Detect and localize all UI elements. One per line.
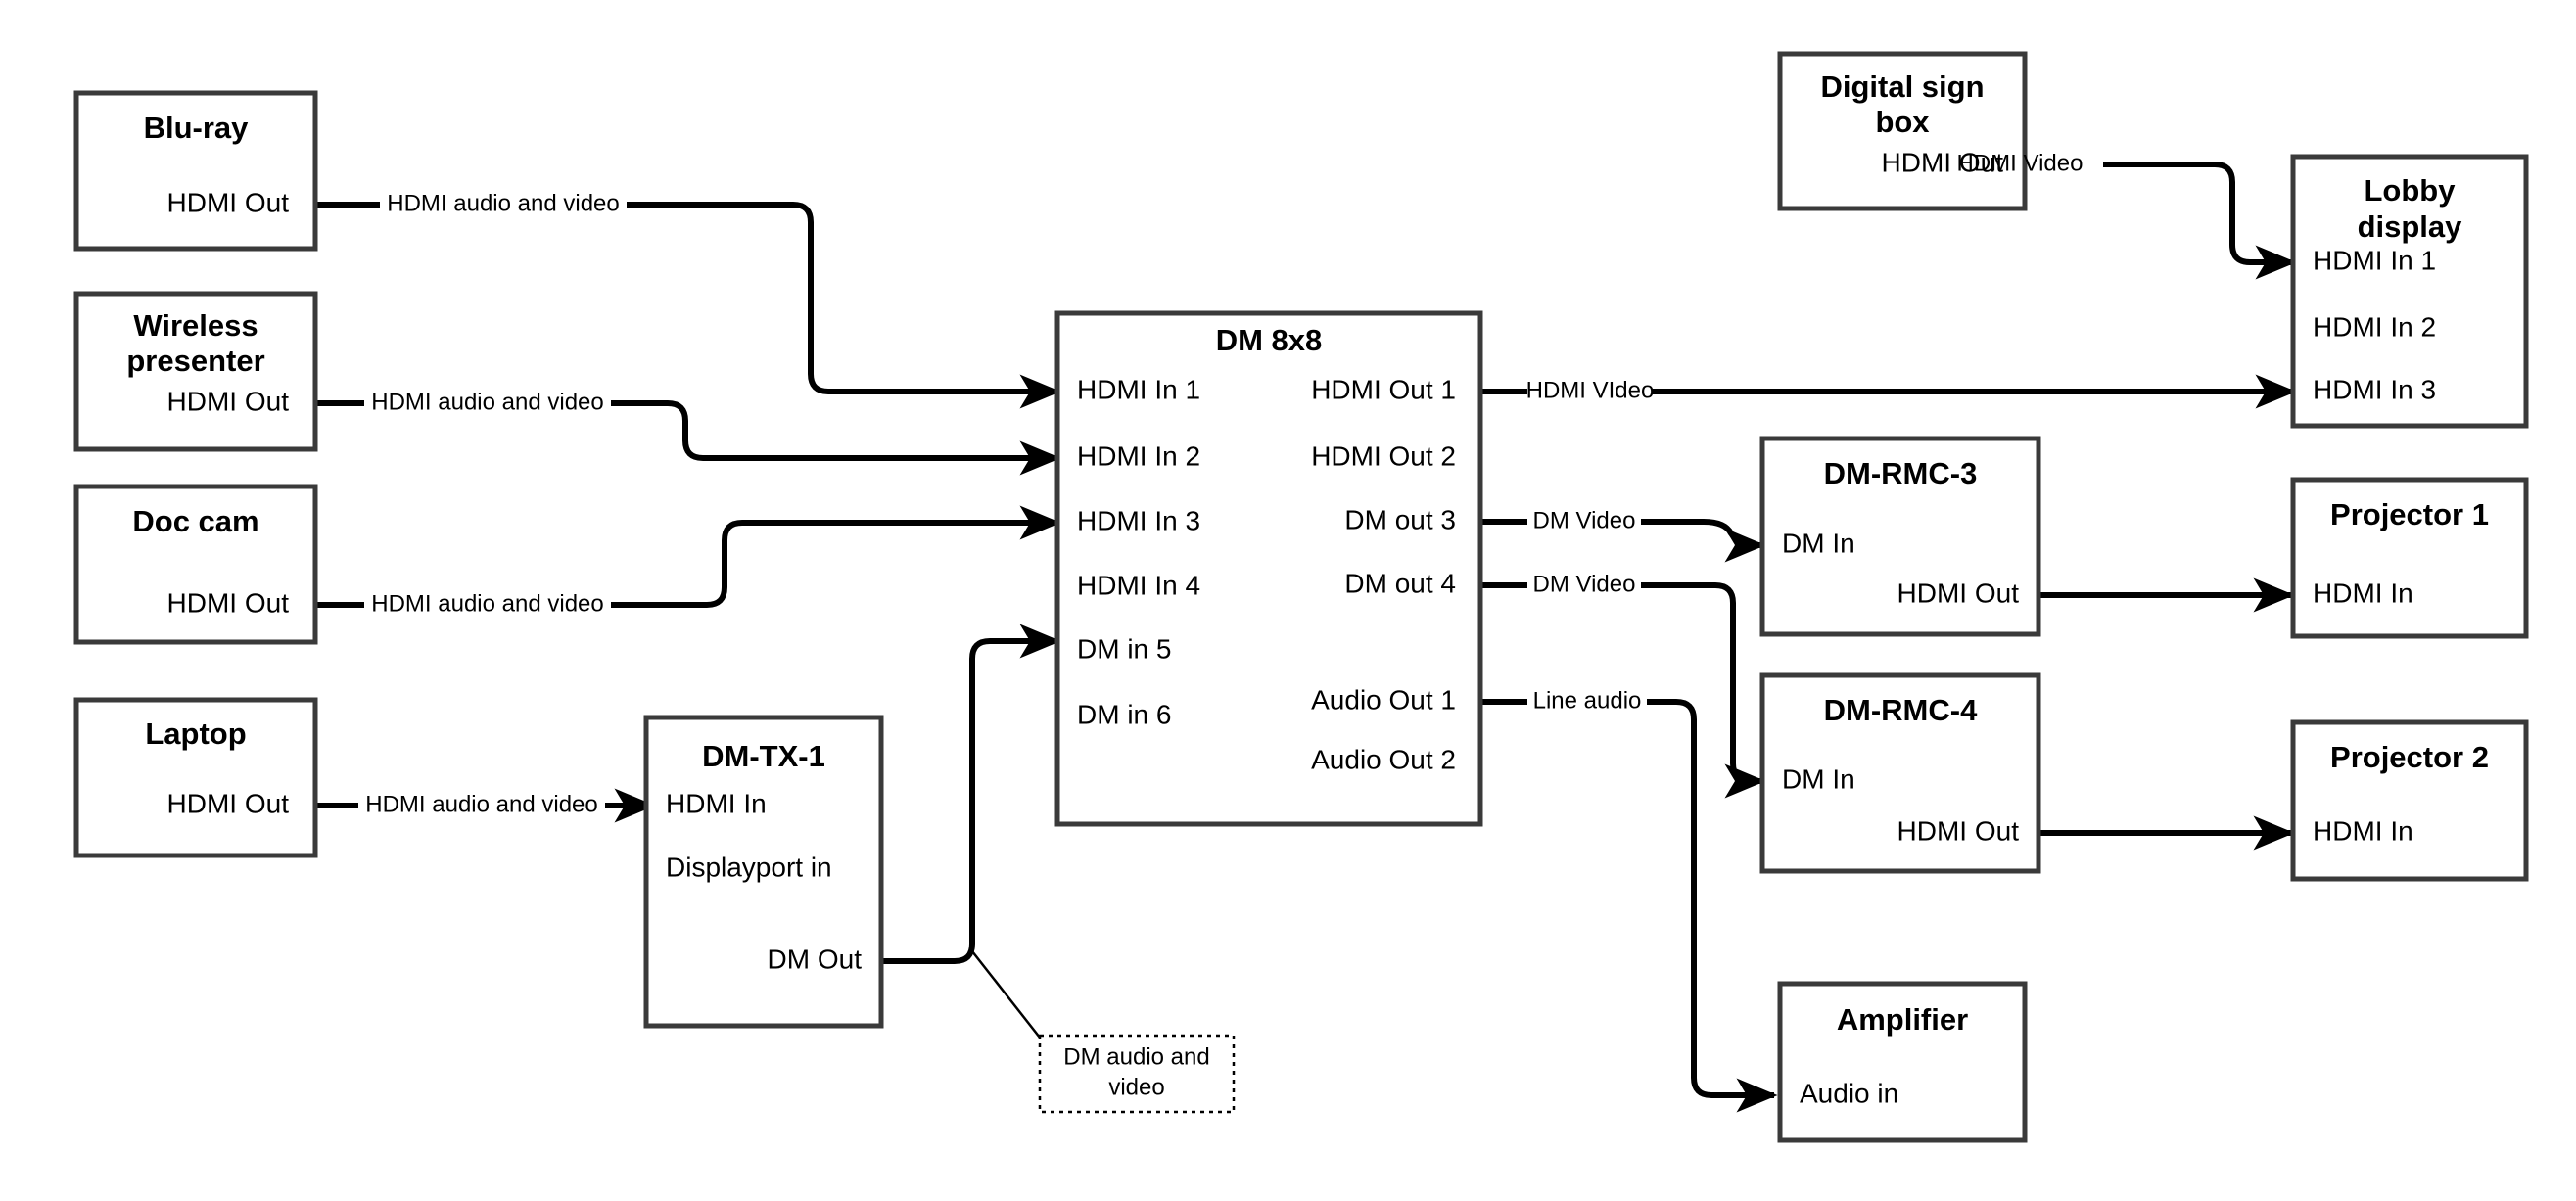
dm-rmc-3-port-dm-in: DM In: [1782, 528, 1855, 558]
lobby-display-title-line1: Lobby: [2365, 173, 2457, 208]
wire-dm8x8-dmout4-main: [1641, 582, 1766, 799]
edge-label-wireless-to-dm8x8: HDMI audio and video: [371, 389, 603, 415]
node-laptop[interactable]: Laptop HDMI Out: [73, 697, 318, 858]
callout-leader-line: [971, 950, 1041, 1039]
wire-layer: [315, 162, 2297, 1113]
dm-8x8-port-hdmi-in-2: HDMI In 2: [1077, 440, 1200, 471]
wireless-presenter-box[interactable]: [73, 291, 318, 452]
node-projector-1[interactable]: Projector 1 HDMI In: [2290, 477, 2529, 639]
dm-audio-video-callout-line2: video: [1108, 1074, 1164, 1100]
wire-dm8x8-audioout1-main: [1647, 699, 1778, 1113]
wire-doccam-to-dm8x8-main: [611, 505, 1061, 608]
dm-8x8-port-dm-out-3: DM out 3: [1344, 504, 1456, 534]
doc-cam-title: Doc cam: [132, 504, 258, 538]
projector-1-port-hdmi-in: HDMI In: [2313, 577, 2413, 608]
callout-dm-audio-and-video: DM audio and video: [1038, 1034, 1236, 1114]
dm-8x8-port-hdmi-out-2: HDMI Out 2: [1311, 440, 1456, 471]
dm-8x8-port-audio-out-1: Audio Out 1: [1311, 684, 1456, 715]
dm-8x8-port-hdmi-in-1: HDMI In 1: [1077, 374, 1200, 404]
wire-dmtx1-to-dm8x8: [881, 624, 1061, 964]
laptop-title: Laptop: [145, 716, 246, 751]
wire-sign-to-lobby-main: [2103, 162, 2297, 280]
dm-rmc-4-box[interactable]: [1759, 672, 2041, 874]
projector-2-port-hdmi-in: HDMI In: [2313, 815, 2413, 846]
dm-tx-1-box[interactable]: [643, 715, 884, 1029]
wire-bluray-to-dm8x8-main: [627, 202, 1061, 409]
dm-rmc-3-port-hdmi-out: HDMI Out: [1897, 577, 2020, 608]
dm-tx-1-port-dm-out: DM Out: [768, 944, 863, 974]
wire-dm8x8-dmout3-main: [1641, 519, 1766, 563]
digital-sign-box-rect[interactable]: [1777, 51, 2028, 211]
dm-audio-video-callout-line1: DM audio and: [1063, 1043, 1209, 1070]
node-lobby-display[interactable]: Lobby display HDMI In 1 HDMI In 2 HDMI I…: [2290, 154, 2529, 429]
edge-label-laptop-to-dmtx1: HDMI audio and video: [365, 791, 597, 817]
node-wireless-presenter[interactable]: Wireless presenter HDMI Out: [73, 291, 318, 452]
wireless-presenter-title-line2: presenter: [126, 344, 264, 378]
dm-8x8-port-hdmi-out-1: HDMI Out 1: [1311, 374, 1456, 404]
projector-2-title: Projector 2: [2330, 740, 2489, 774]
digital-sign-box-title-line2: box: [1875, 105, 1930, 139]
digital-sign-box-port-hdmi-out: HDMI Out: [1882, 147, 2004, 177]
node-dm-8x8[interactable]: DM 8x8 HDMI In 1 HDMI In 2 HDMI In 3 HDM…: [1054, 310, 1483, 827]
dm-8x8-port-hdmi-in-3: HDMI In 3: [1077, 505, 1200, 535]
bluray-title: Blu-ray: [144, 111, 250, 145]
lobby-display-title-line2: display: [2358, 209, 2463, 244]
bluray-box[interactable]: [73, 90, 318, 252]
edge-label-doccam-to-dm8x8: HDMI audio and video: [371, 590, 603, 617]
wireless-presenter-title-line1: Wireless: [133, 308, 258, 343]
amplifier-title: Amplifier: [1837, 1002, 1968, 1037]
edge-label-dm8x8-dm-out-4: DM Video: [1533, 571, 1636, 597]
edge-label-dm8x8-hdmi-out-1: HDMI VIdeo: [1526, 377, 1655, 403]
dm-8x8-port-dm-in-6: DM in 6: [1077, 699, 1171, 729]
dm-tx-1-title: DM-TX-1: [702, 739, 825, 773]
lobby-display-box[interactable]: [2290, 154, 2529, 429]
node-projector-2[interactable]: Projector 2 HDMI In: [2290, 719, 2529, 882]
node-amplifier[interactable]: Amplifier Audio in: [1777, 981, 2028, 1143]
dm-rmc-3-title: DM-RMC-3: [1824, 456, 1978, 490]
amplifier-box[interactable]: [1777, 981, 2028, 1143]
edge-label-bluray-to-dm8x8: HDMI audio and video: [387, 190, 619, 216]
projector-1-title: Projector 1: [2330, 497, 2489, 531]
edge-label-dm8x8-audio-out-1: Line audio: [1533, 687, 1642, 714]
projector-1-box[interactable]: [2290, 477, 2529, 639]
node-dm-rmc-3[interactable]: DM-RMC-3 DM In HDMI Out: [1759, 436, 2041, 637]
doc-cam-port-hdmi-out: HDMI Out: [167, 587, 290, 618]
doc-cam-box[interactable]: [73, 484, 318, 645]
lobby-display-port-hdmi-in-2: HDMI In 2: [2313, 311, 2436, 342]
dm-rmc-4-port-hdmi-out: HDMI Out: [1897, 815, 2020, 846]
node-bluray[interactable]: Blu-ray HDMI Out: [73, 90, 318, 252]
edge-label-dm8x8-dm-out-3: DM Video: [1533, 507, 1636, 533]
dm-tx-1-port-displayport-in: Displayport in: [666, 852, 832, 882]
node-doc-cam[interactable]: Doc cam HDMI Out: [73, 484, 318, 645]
dm-8x8-title: DM 8x8: [1216, 323, 1323, 357]
dm-8x8-box[interactable]: [1054, 310, 1483, 827]
node-dm-rmc-4[interactable]: DM-RMC-4 DM In HDMI Out: [1759, 672, 2041, 874]
edge-label-layer: HDMI audio and video HDMI audio and vide…: [365, 150, 2083, 817]
laptop-box[interactable]: [73, 697, 318, 858]
dm-rmc-4-title: DM-RMC-4: [1824, 693, 1978, 727]
amplifier-port-audio-in: Audio in: [1800, 1078, 1898, 1108]
wire-wireless-to-dm8x8-main: [611, 400, 1061, 476]
wireless-presenter-port-hdmi-out: HDMI Out: [167, 386, 290, 416]
dm-8x8-port-dm-out-4: DM out 4: [1344, 568, 1456, 598]
projector-2-box[interactable]: [2290, 719, 2529, 882]
dm-rmc-3-box[interactable]: [1759, 436, 2041, 637]
digital-sign-box-title-line1: Digital sign: [1820, 69, 1984, 104]
lobby-display-port-hdmi-in-3: HDMI In 3: [2313, 374, 2436, 404]
edge-label-sign-to-lobby: HDMI Video: [1957, 150, 2084, 176]
node-dm-tx-1[interactable]: DM-TX-1 HDMI In Displayport in DM Out: [643, 715, 884, 1029]
dm-8x8-port-hdmi-in-4: HDMI In 4: [1077, 570, 1200, 600]
dm-tx-1-port-hdmi-in: HDMI In: [666, 788, 767, 818]
dm-rmc-4-port-dm-in: DM In: [1782, 763, 1855, 794]
laptop-port-hdmi-out: HDMI Out: [167, 788, 290, 818]
dm-8x8-port-audio-out-2: Audio Out 2: [1311, 744, 1456, 774]
lobby-display-port-hdmi-in-1: HDMI In 1: [2313, 245, 2436, 275]
dm-8x8-port-dm-in-5: DM in 5: [1077, 633, 1171, 664]
node-digital-sign-box[interactable]: Digital sign box HDMI Out: [1777, 51, 2028, 211]
bluray-port-hdmi-out: HDMI Out: [167, 187, 290, 217]
dm-audio-video-callout-box: [1038, 1034, 1236, 1114]
